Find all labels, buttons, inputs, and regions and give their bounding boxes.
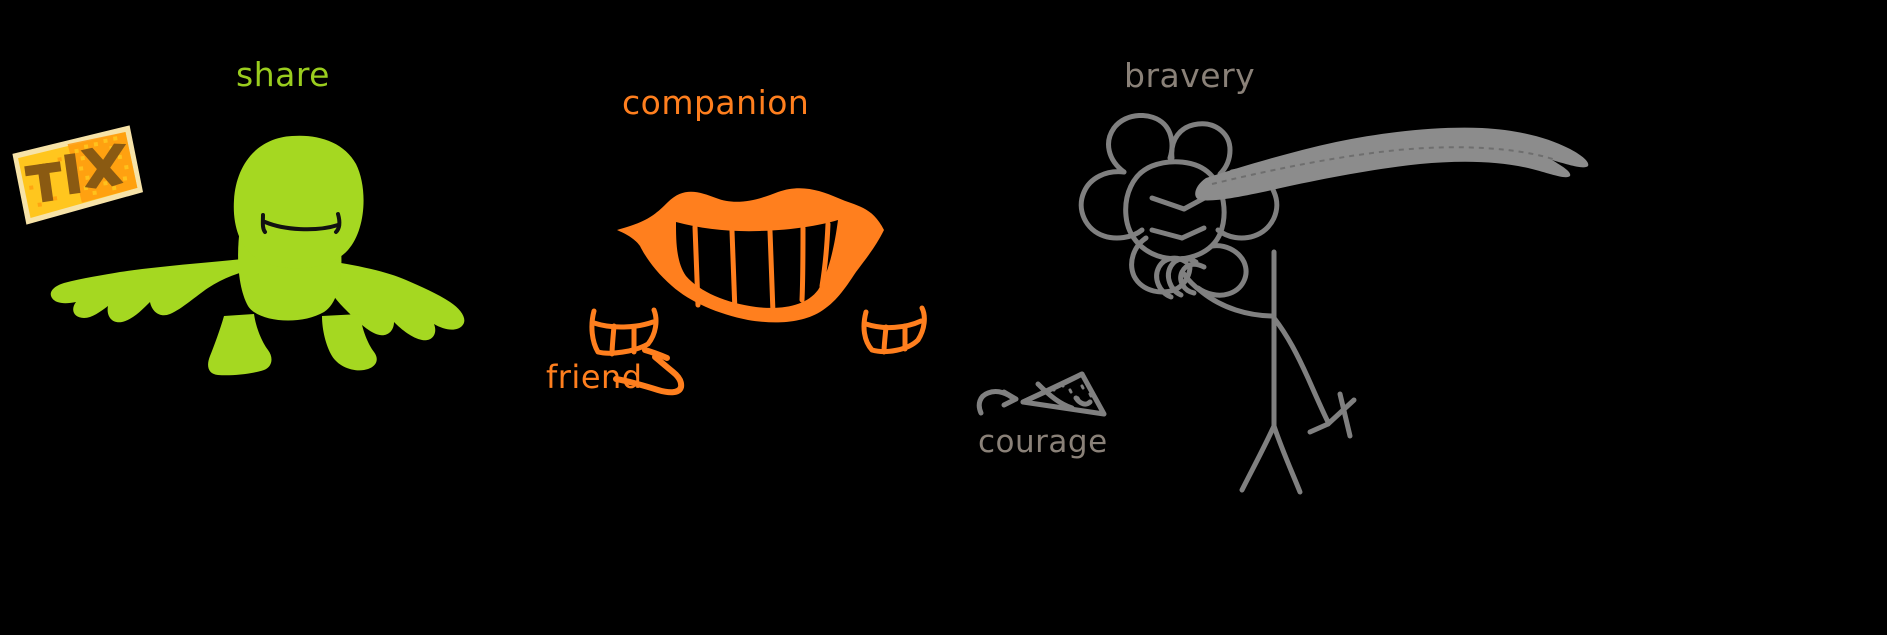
label-share: share xyxy=(236,55,330,94)
label-courage: courage xyxy=(978,424,1108,460)
small-smile-left[interactable] xyxy=(589,307,659,357)
friend-curved-arrow xyxy=(613,347,685,396)
big-smiling-mouth xyxy=(617,188,884,323)
label-friend: friend xyxy=(546,358,643,396)
label-bravery: bravery xyxy=(1124,56,1256,95)
green-blob-creature xyxy=(50,135,465,376)
small-smile-right[interactable] xyxy=(861,305,927,355)
tix-ticket xyxy=(8,123,147,228)
label-companion: companion xyxy=(622,83,810,122)
tix-ticket-art xyxy=(12,125,144,225)
pizza-slice[interactable] xyxy=(1020,371,1107,417)
stick-figure-hero xyxy=(1078,113,1357,495)
courage-curved-arrow xyxy=(976,389,1019,416)
feather-plume xyxy=(1195,127,1589,201)
